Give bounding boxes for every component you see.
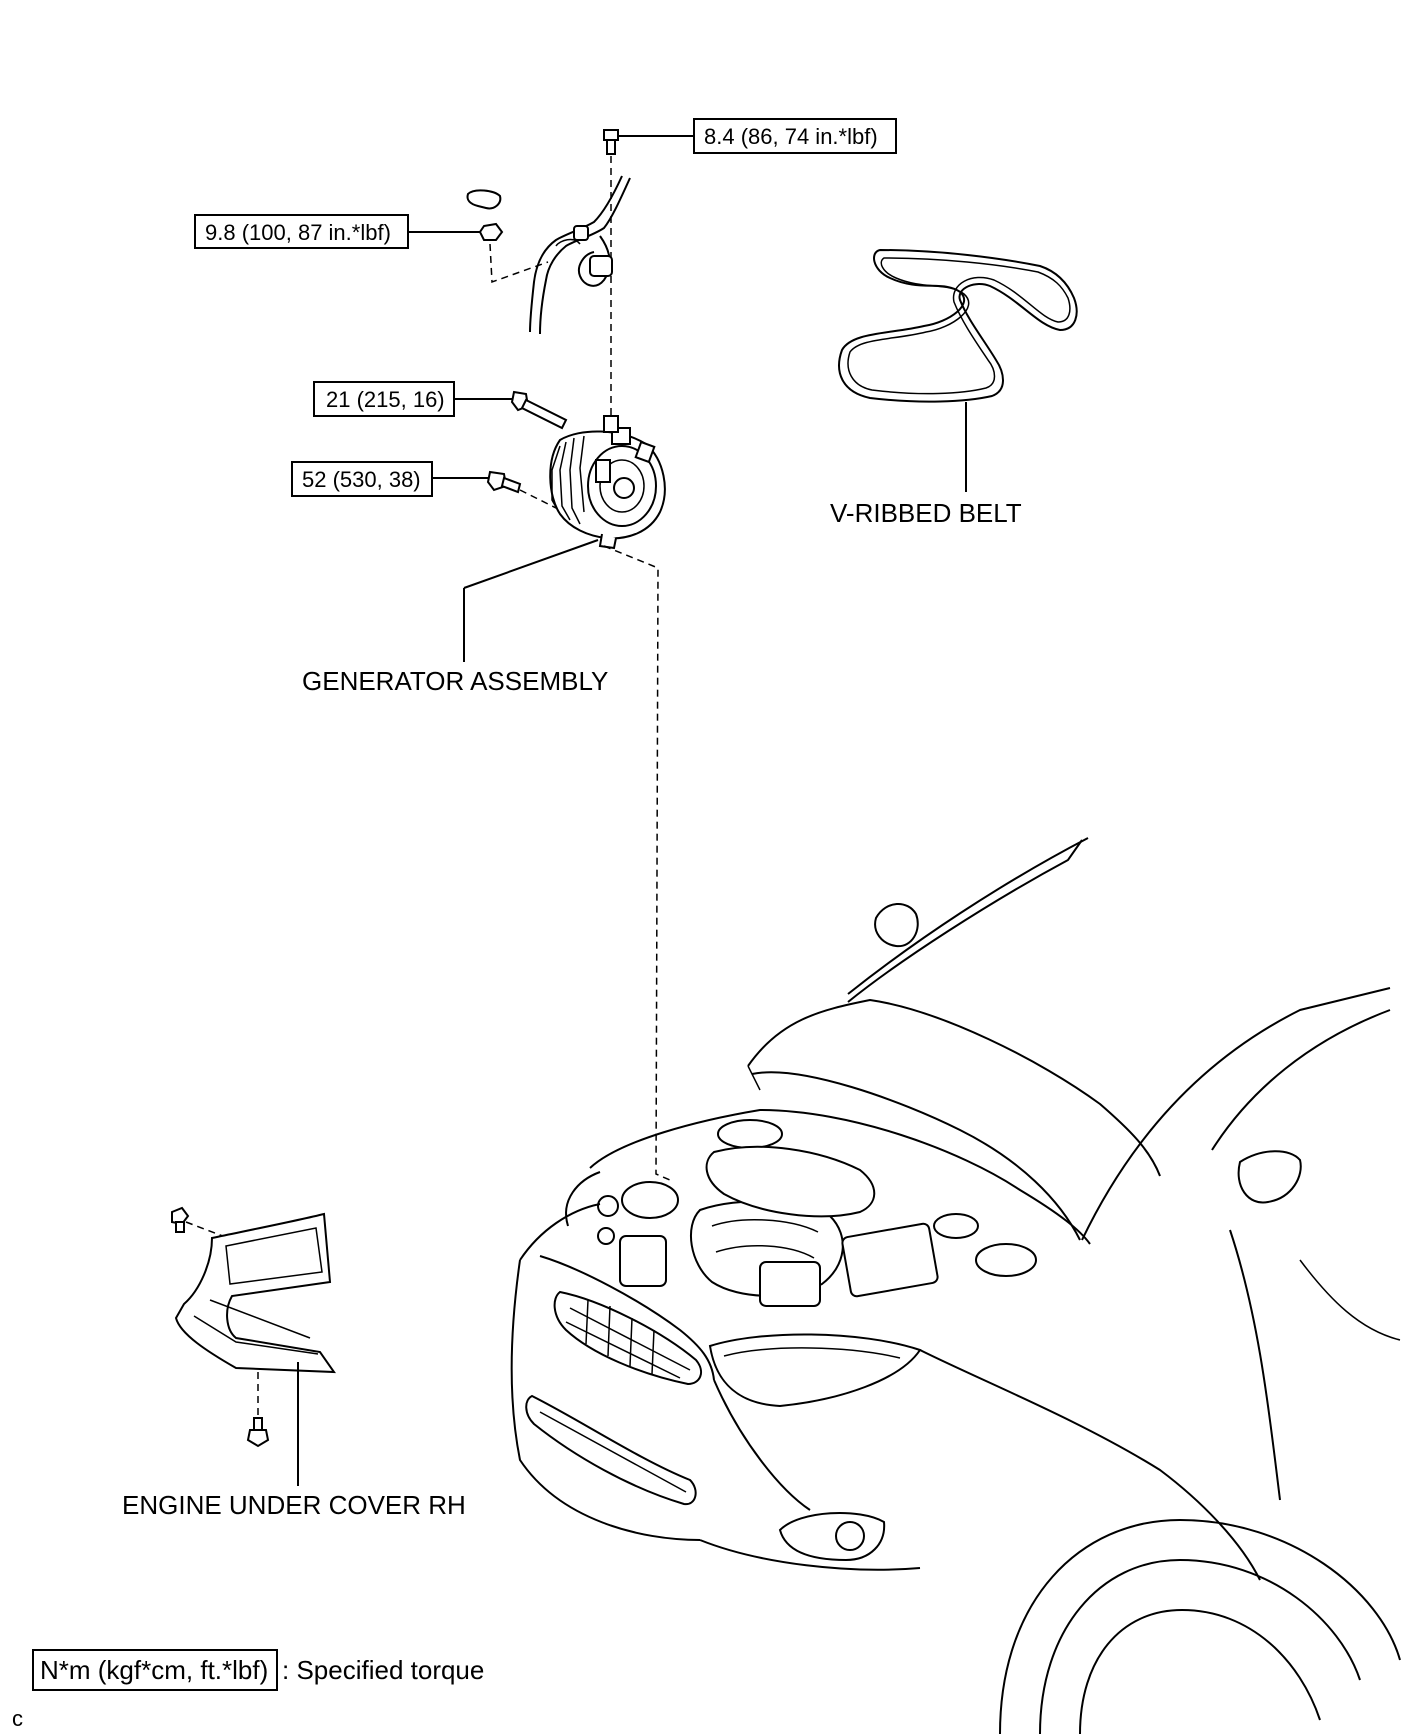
top-bolt-group: 8.4 (86, 74 in.*lbf) — [603, 118, 897, 425]
grille-mesh — [565, 1299, 691, 1379]
terminal-cap — [466, 189, 502, 210]
corner-mark: c — [12, 1706, 23, 1731]
terminal-nut-group: 9.8 (100, 87 in.*lbf) — [194, 175, 631, 335]
engine-under-cover — [174, 1212, 336, 1374]
terminal-nut — [478, 222, 504, 241]
lower-grille — [525, 1394, 697, 1506]
top-bolt — [603, 129, 619, 155]
lower-bolt — [486, 470, 522, 494]
engine-under-cover-group: ENGINE UNDER COVER RH — [122, 1206, 466, 1520]
torque-legend: N*m (kgf*cm, ft.*lbf) : Specified torque — [32, 1649, 484, 1691]
headlamp — [708, 1333, 922, 1408]
wire-harness — [539, 177, 631, 335]
legend-description: : Specified torque — [282, 1655, 484, 1685]
terminal-nut-torque-label: 9.8 (100, 87 in.*lbf) — [205, 220, 391, 245]
under-cover-clip — [171, 1206, 190, 1233]
legend-unit-text: N*m (kgf*cm, ft.*lbf) — [40, 1655, 268, 1685]
lower-bolt-group: 52 (530, 38) — [291, 461, 601, 531]
lower-bolt-torque-label: 52 (530, 38) — [302, 467, 421, 492]
upper-bolt — [510, 390, 568, 430]
upper-bolt-group: 21 (215, 16) — [313, 381, 568, 430]
generator-assembly: GENERATOR ASSEMBLY — [302, 415, 671, 1181]
upper-bolt-torque-label: 21 (215, 16) — [326, 387, 445, 412]
top-bolt-torque-label: 8.4 (86, 74 in.*lbf) — [704, 124, 878, 149]
fog-lamp — [778, 1512, 886, 1562]
vehicle-front-view — [510, 837, 1401, 1734]
engine-under-cover-label: ENGINE UNDER COVER RH — [122, 1490, 466, 1520]
generator-assembly-label: GENERATOR ASSEMBLY — [302, 666, 608, 696]
under-cover-bolt — [246, 1417, 270, 1448]
v-ribbed-belt-label: V-RIBBED BELT — [830, 498, 1022, 528]
v-ribbed-belt: V-RIBBED BELT — [830, 248, 1078, 528]
legend-unit-box — [32, 1649, 278, 1691]
